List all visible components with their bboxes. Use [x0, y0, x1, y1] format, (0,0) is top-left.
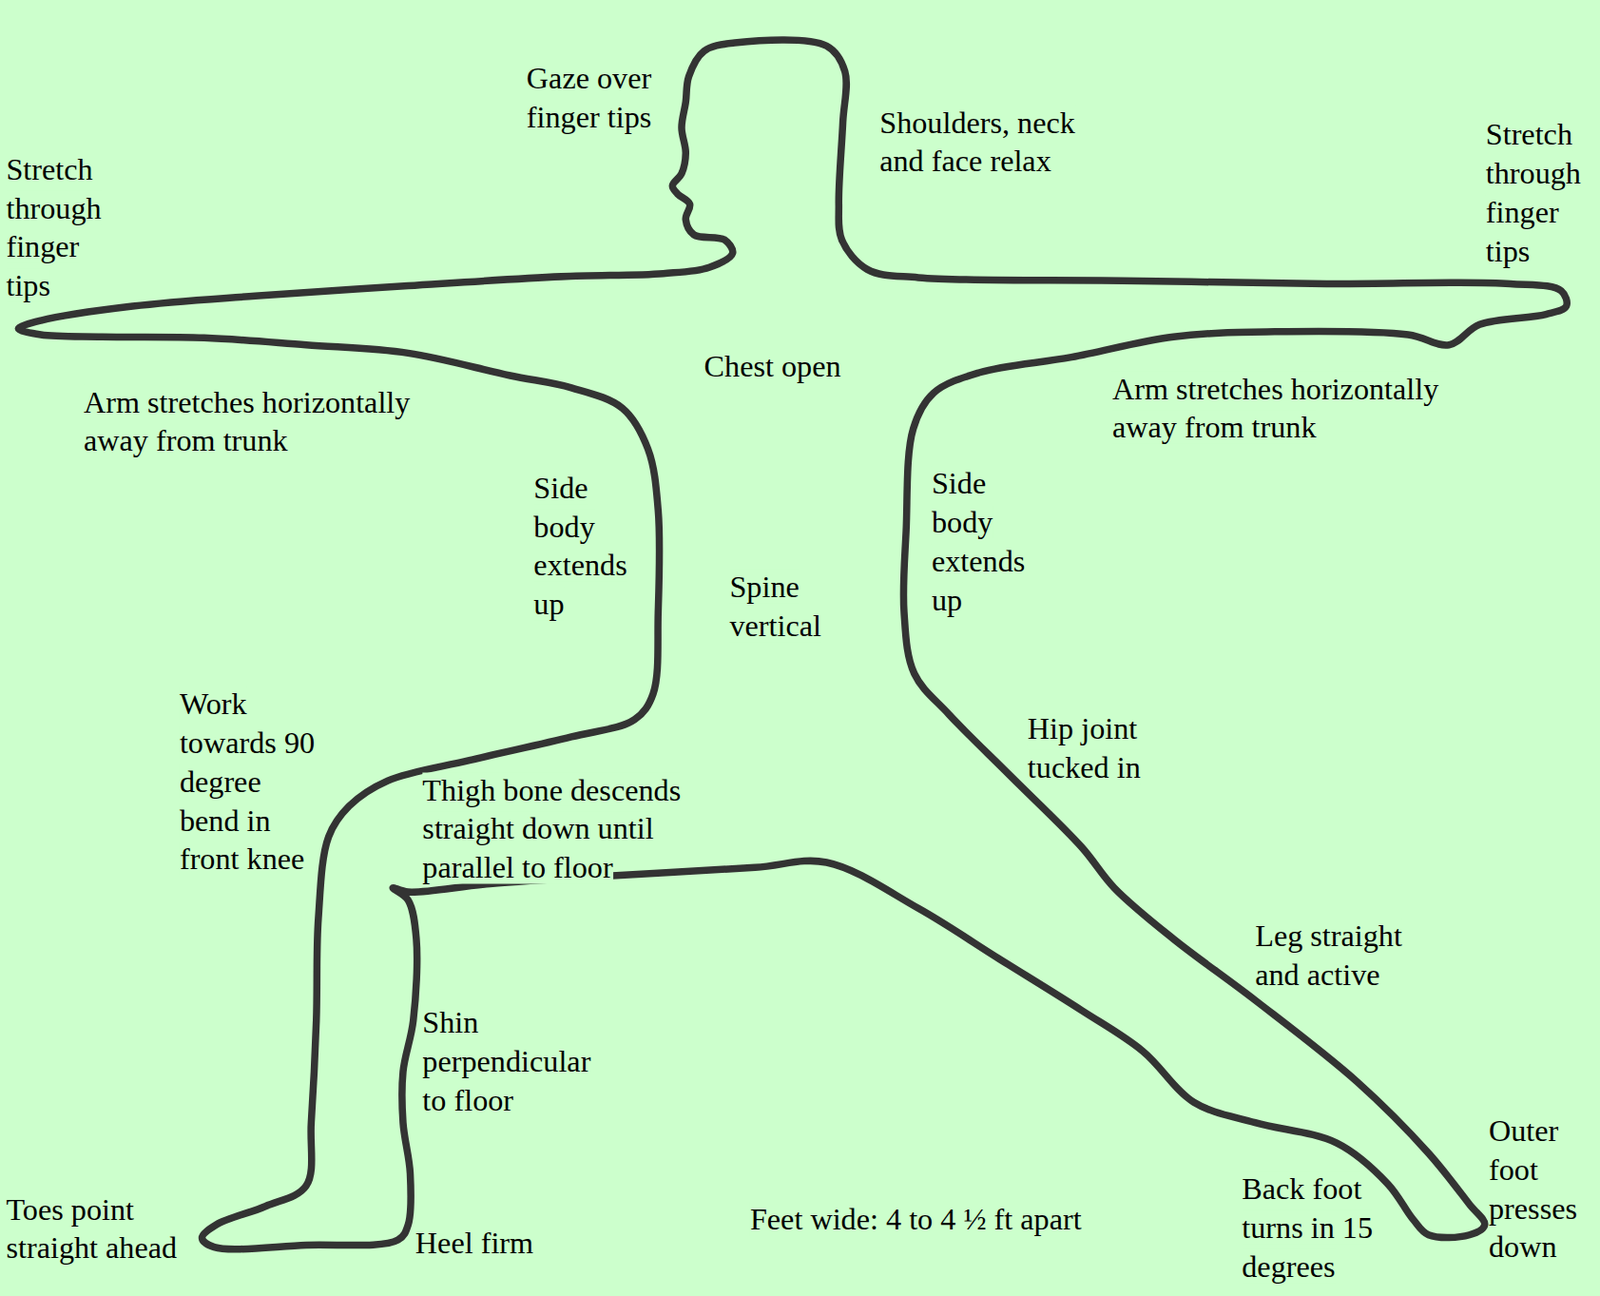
annotation-label: Toes point straight ahead — [5, 1192, 177, 1265]
annotation-box: Heel firm — [415, 1223, 534, 1263]
annotation-label: Outer foot presses down — [1488, 1113, 1578, 1264]
annotation-label: Feet wide: 4 to 4 ½ ft apart — [750, 1201, 1082, 1235]
annotation-box: Feet wide: 4 to 4 ½ ft apart — [750, 1199, 1082, 1239]
annotation-label: Shoulders, neck and face relax — [879, 105, 1076, 178]
annotation-box: Work towards 90 degree bend in front kne… — [179, 684, 319, 879]
annotation-label: Spine vertical — [729, 569, 822, 642]
annotation-label: Leg straight and active — [1254, 918, 1403, 991]
annotation-label: Side body extends up — [533, 470, 627, 621]
annotation-label: Back foot turns in 15 degrees — [1241, 1171, 1373, 1283]
annotation-box: Back foot turns in 15 degrees — [1241, 1169, 1395, 1286]
annotation-box: Hip joint tucked in — [1027, 709, 1161, 788]
body-outline — [18, 39, 1567, 1250]
annotation-label: Chest open — [704, 348, 842, 383]
annotation-box: Side body extends up — [533, 468, 644, 624]
annotation-box: Shoulders, neck and face relax — [879, 102, 1079, 181]
annotation-box: Arm stretches horizontally away from tru… — [83, 383, 451, 462]
annotation-label: Arm stretches horizontally away from tru… — [1112, 371, 1439, 444]
annotation-label: Side body extends up — [931, 466, 1025, 617]
annotation-box: Leg straight and active — [1254, 916, 1428, 995]
annotation-box: Gaze over finger tips — [526, 58, 680, 137]
annotation-box: Chest open — [704, 346, 842, 386]
annotation-box: Shin perpendicular to floor — [422, 1002, 617, 1119]
annotation-label: Stretch through finger tips — [5, 152, 101, 303]
annotation-box: Toes point straight ahead — [5, 1190, 200, 1269]
annotation-box: Side body extends up — [931, 463, 1042, 619]
annotation-box: Spine vertical — [729, 567, 842, 646]
annotation-box: Arm stretches horizontally away from tru… — [1112, 369, 1480, 448]
annotation-label: Arm stretches horizontally away from tru… — [83, 385, 410, 458]
annotation-label: Gaze over finger tips — [526, 60, 652, 134]
annotation-box: Thigh bone descends straight down until … — [422, 770, 718, 887]
annotation-label: Hip joint tucked in — [1027, 711, 1141, 784]
annotation-box: Stretch through finger tips — [1485, 115, 1595, 270]
annotation-box: Stretch through finger tips — [5, 150, 118, 306]
annotation-label: Heel firm — [415, 1225, 534, 1259]
annotation-label: Stretch through finger tips — [1485, 116, 1581, 268]
annotation-box: Outer foot presses down — [1488, 1111, 1591, 1267]
annotation-label: Shin perpendicular to floor — [422, 1004, 591, 1117]
annotation-label: Work towards 90 degree bend in front kne… — [179, 686, 315, 876]
annotation-label: Thigh bone descends straight down until … — [422, 772, 681, 885]
